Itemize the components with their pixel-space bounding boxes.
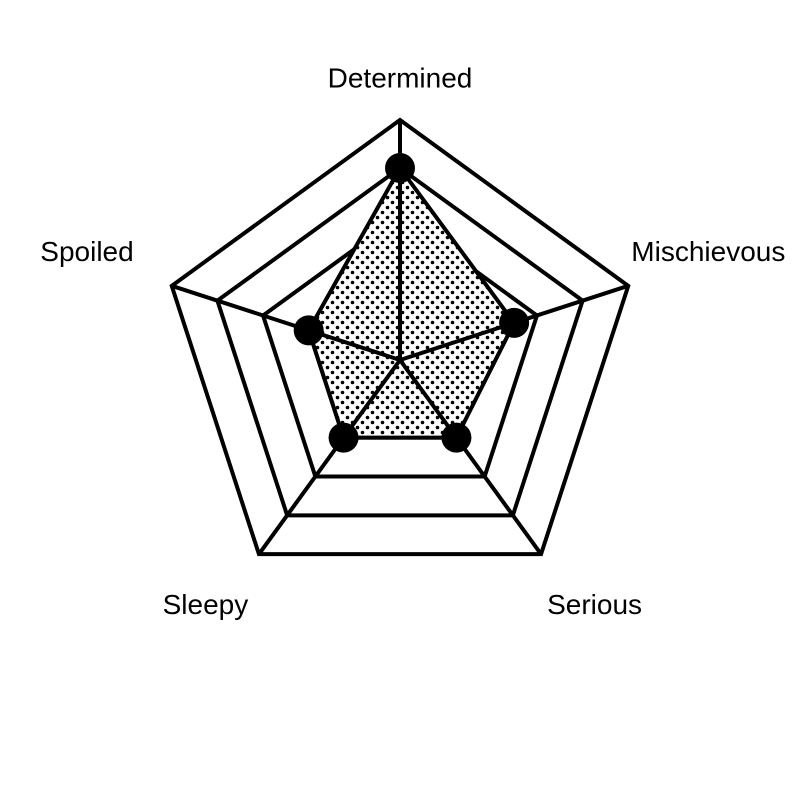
data-point-mischievous	[499, 307, 530, 338]
data-point-serious	[441, 422, 472, 453]
grid-ring-4	[215, 165, 585, 518]
grid-ring-3	[260, 213, 540, 479]
axis-label-mischievous: Mischievous	[631, 236, 785, 267]
axis-label-serious: Serious	[547, 589, 642, 620]
data-area-polygon	[306, 164, 517, 440]
axis-spoke-sleepy	[257, 358, 402, 556]
axis-spoke-spoiled	[171, 283, 401, 362]
grid-ring-5	[169, 117, 631, 557]
axis-spoke-serious	[398, 358, 543, 556]
data-point-spoiled	[293, 315, 324, 346]
axis-label-determined: Determined	[328, 62, 473, 93]
data-point-sleepy	[328, 422, 359, 453]
radar-data-points	[293, 153, 530, 453]
data-point-determined	[385, 153, 415, 183]
radar-data-area	[306, 164, 517, 440]
axis-label-spoiled: Spoiled	[40, 236, 133, 267]
axis-label-sleepy: Sleepy	[163, 589, 249, 620]
radar-spokes	[171, 120, 629, 556]
